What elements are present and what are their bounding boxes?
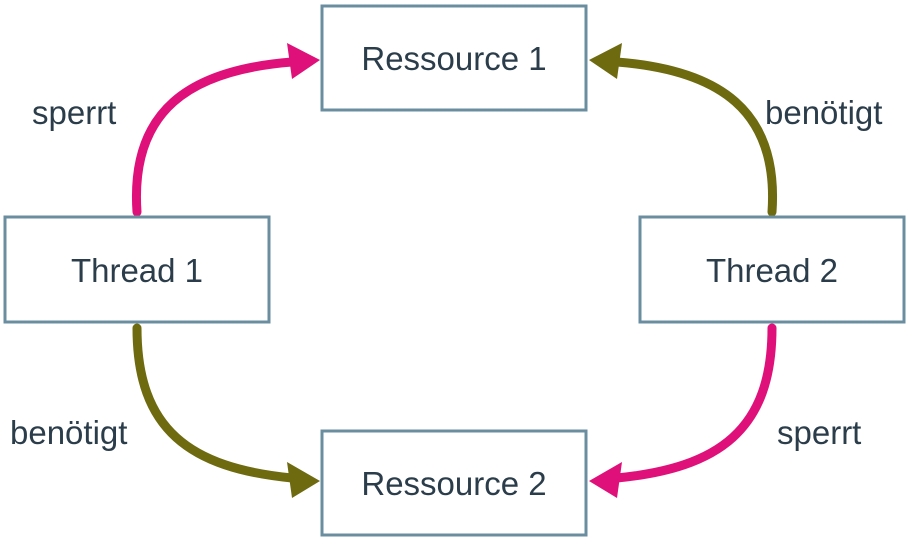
node-label: Ressource 2 (361, 465, 546, 502)
node-label: Thread 2 (706, 252, 838, 289)
node-thread-1: Thread 1 (3, 215, 271, 324)
edge-line (612, 57, 778, 217)
node-label: Thread 1 (71, 252, 203, 289)
arrowhead-icon (287, 462, 320, 498)
edge-line (132, 323, 297, 483)
arrowhead-icon (589, 43, 622, 79)
edge-thread2-locks-resource2 (589, 323, 777, 498)
edge-thread2-needs-resource1 (589, 43, 778, 217)
arrowhead-icon (589, 462, 622, 498)
edge-label-thread1-needs: benötigt (10, 414, 127, 451)
edge-label-thread1-locks: sperrt (32, 94, 116, 131)
node-resource-1: Ressource 1 (320, 4, 588, 112)
arrowhead-icon (287, 43, 320, 79)
node-resource-2: Ressource 2 (320, 429, 588, 537)
node-label: Ressource 1 (361, 40, 546, 77)
edge-line (612, 323, 777, 483)
edge-thread1-locks-resource1 (131, 43, 320, 217)
edge-line (131, 57, 297, 217)
node-thread-2: Thread 2 (638, 215, 906, 324)
edge-thread1-needs-resource2 (132, 323, 320, 498)
edge-label-thread2-needs: benötigt (765, 94, 882, 131)
edge-label-thread2-locks: sperrt (777, 414, 861, 451)
